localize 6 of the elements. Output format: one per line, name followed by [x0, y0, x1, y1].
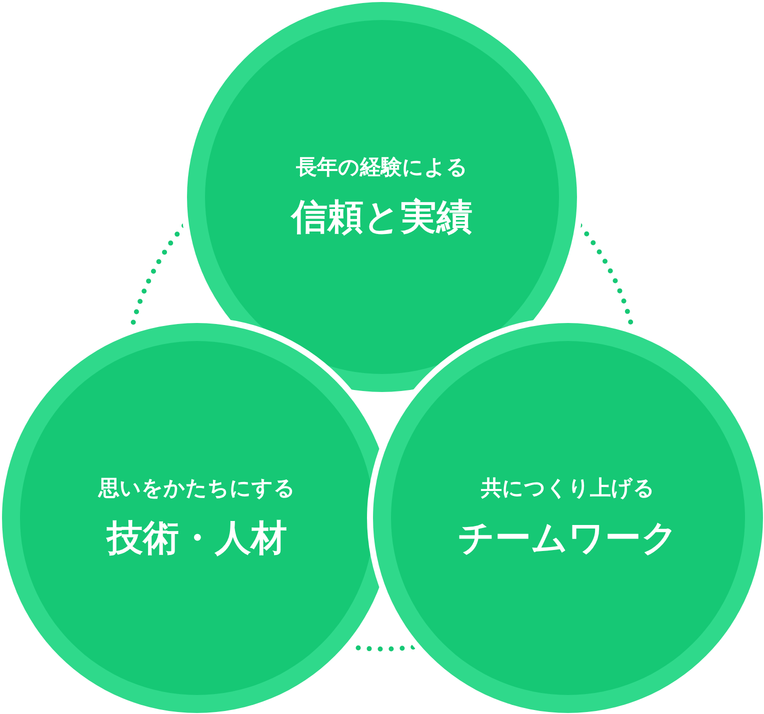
- subtitle-text: 思いをかたちにする: [98, 476, 296, 501]
- subtitle-text: 共につくり上げる: [481, 476, 655, 501]
- title-text: 技術・人材: [107, 517, 287, 560]
- title-text: チームワーク: [458, 517, 678, 560]
- title-text: 信頼と実績: [292, 196, 472, 240]
- subtitle-text: 長年の経験による: [296, 154, 468, 180]
